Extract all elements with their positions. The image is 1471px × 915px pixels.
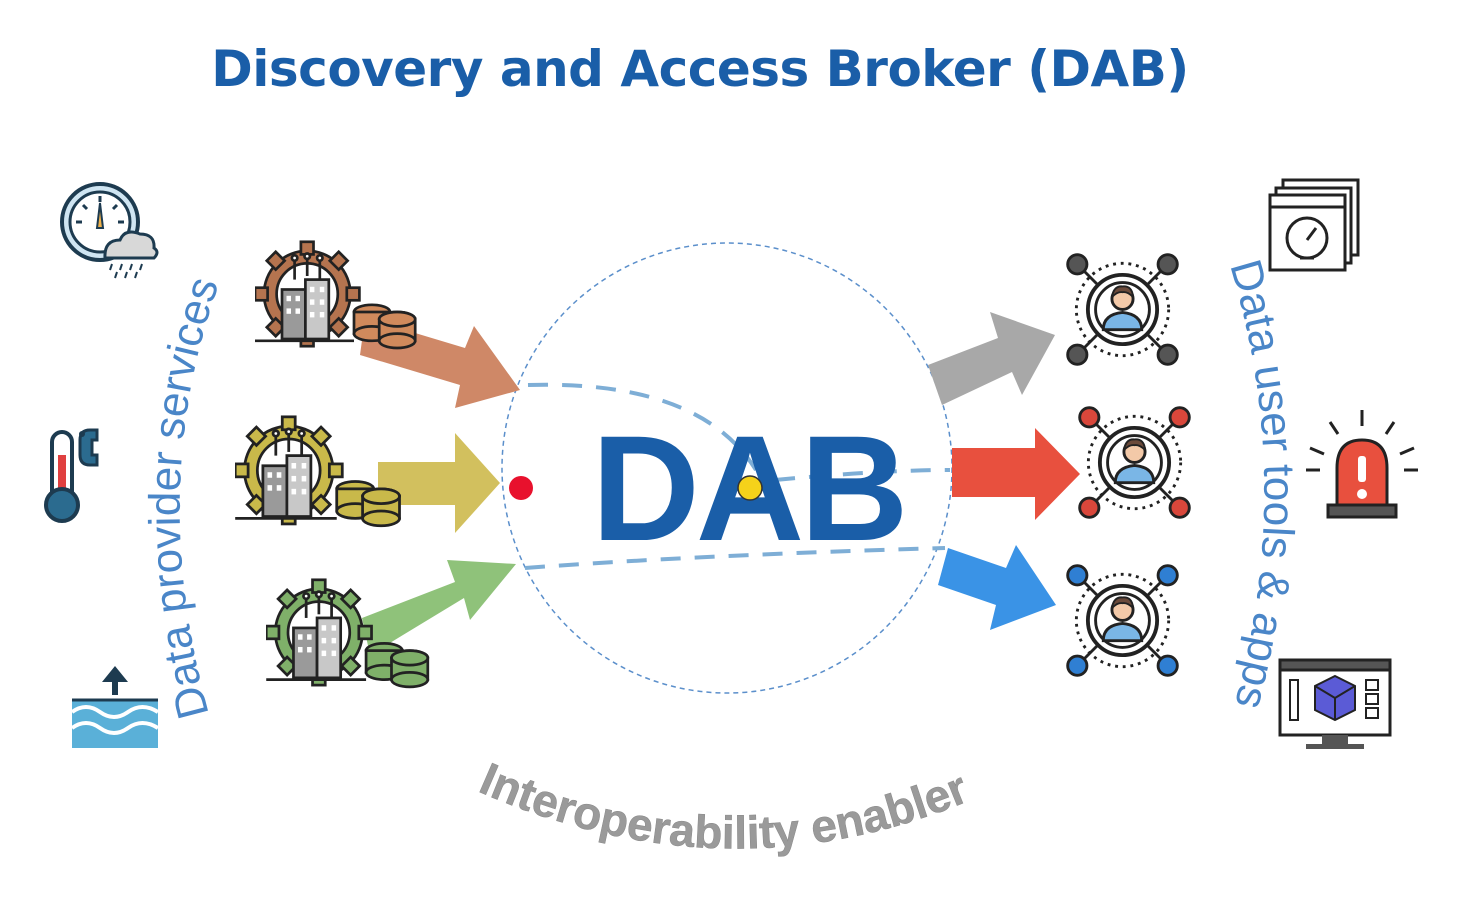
dab-yellow-dot	[737, 475, 763, 501]
dab-ellipse-bottom	[524, 546, 946, 570]
dab-ellipse-top	[527, 382, 758, 472]
water-level-icon	[70, 666, 160, 748]
bottom-label: Interoperability enabler	[473, 752, 975, 858]
clock-weather-icon	[60, 182, 159, 279]
user-network-icon-1	[1065, 252, 1180, 367]
provider-arrow-2	[378, 433, 500, 533]
dashboard-gauge-icon	[1268, 178, 1360, 272]
provider-icon-2	[235, 415, 401, 528]
right-label: Data user tools & apps	[1220, 254, 1303, 714]
user-network-icon-2	[1077, 405, 1192, 520]
dab-red-dot	[509, 476, 533, 500]
user-arrow-1	[928, 312, 1055, 405]
thermometer-icon	[44, 428, 99, 523]
3d-model-monitor-icon	[1278, 658, 1392, 749]
user-arrow-3	[938, 545, 1056, 630]
user-arrow-2	[952, 428, 1080, 520]
user-network-icon-3	[1065, 563, 1180, 678]
provider-icon-1	[255, 240, 417, 350]
alarm-siren-icon	[1306, 410, 1418, 519]
page-title: Discovery and Access Broker (DAB)	[211, 40, 1189, 98]
left-label: Data provider services	[141, 271, 229, 724]
provider-arrow-3	[362, 560, 516, 655]
